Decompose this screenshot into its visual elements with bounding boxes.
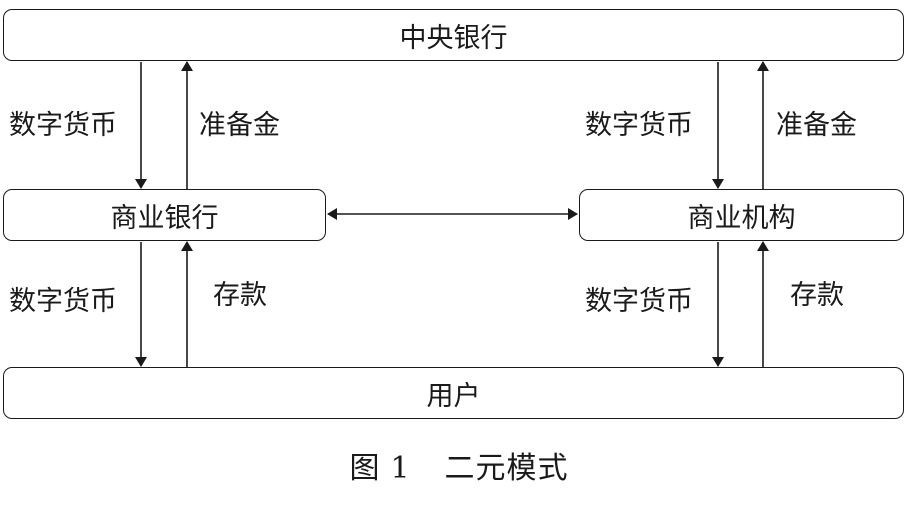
caption-number: 1	[390, 451, 411, 486]
label-inst-to-user: 数字货币	[585, 286, 693, 317]
caption-title: 二元模式	[444, 451, 569, 486]
label-bank-to-cb: 准备金	[199, 110, 280, 141]
commercial-bank-label: 商业银行	[110, 202, 219, 234]
label-bank-to-user: 数字货币	[9, 286, 117, 317]
central-bank-label: 中央银行	[399, 22, 508, 54]
commercial-institution-node: 商业机构	[579, 189, 904, 241]
caption-prefix: 图	[349, 451, 381, 486]
commercial-institution-label: 商业机构	[687, 202, 796, 234]
user-label: 用户	[426, 380, 481, 412]
label-inst-to-cb: 准备金	[776, 110, 857, 141]
central-bank-node: 中央银行	[3, 9, 904, 61]
label-cb-to-inst: 数字货币	[585, 110, 693, 141]
label-user-to-bank: 存款	[213, 280, 267, 311]
label-user-to-inst: 存款	[790, 280, 844, 311]
commercial-bank-node: 商业银行	[3, 189, 326, 241]
label-cb-to-bank: 数字货币	[9, 110, 117, 141]
user-node: 用户	[3, 367, 904, 419]
